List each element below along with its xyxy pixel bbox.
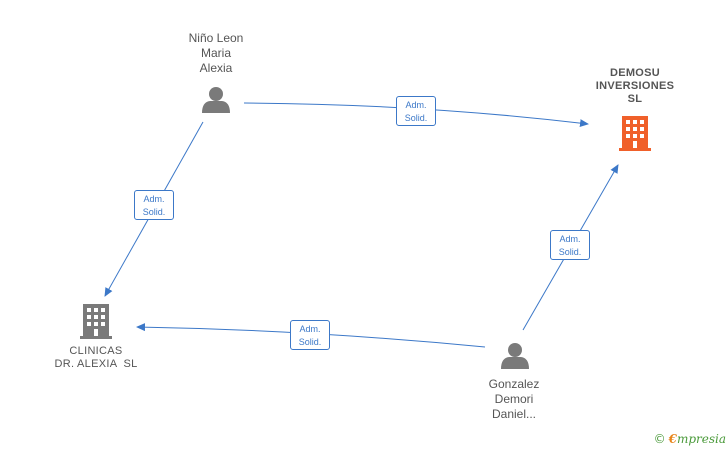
name-line: Alexia xyxy=(199,61,233,75)
name-line: Daniel... xyxy=(491,407,537,421)
name-line: DEMOSU xyxy=(609,67,661,79)
edge-label-line: Adm. xyxy=(299,324,321,334)
edge-label-person-top-clinicas[interactable]: Adm. Solid. xyxy=(134,190,174,220)
edge-label-line: Adm. xyxy=(559,234,581,244)
person-icon[interactable] xyxy=(501,343,529,369)
person-bottom-name[interactable]: Gonzalez Demori Daniel... xyxy=(464,377,564,422)
edge-label-person-bottom-demosu[interactable]: Adm. Solid. xyxy=(550,230,590,260)
person-icon[interactable] xyxy=(202,87,230,113)
company-other-name[interactable]: CLINICAS DR. ALEXIA SL xyxy=(36,345,156,371)
name-line: Gonzalez xyxy=(488,377,540,391)
name-line: INVERSIONES xyxy=(595,80,675,92)
edge-label-line: Solid. xyxy=(404,113,428,123)
edge-label-line: Solid. xyxy=(298,337,322,347)
edge-label-line: Solid. xyxy=(558,247,582,257)
brand-footer: ©€mpresia xyxy=(654,432,726,446)
building-icon[interactable] xyxy=(80,304,112,339)
brand-logo-text: mpresia xyxy=(676,432,726,446)
edge-label-line: Solid. xyxy=(142,207,166,217)
edge-label-line: Adm. xyxy=(405,100,427,110)
edge-label-person-top-demosu[interactable]: Adm. Solid. xyxy=(396,96,436,126)
name-line: Maria xyxy=(200,46,231,60)
name-line: CLINICAS xyxy=(69,345,123,357)
company-main-name[interactable]: DEMOSU INVERSIONES SL xyxy=(575,67,695,106)
brand-logo-e: € xyxy=(668,432,677,446)
name-line: Niño Leon xyxy=(188,31,244,45)
name-line: DR. ALEXIA SL xyxy=(54,358,138,370)
name-line: SL xyxy=(627,93,643,105)
person-top-name[interactable]: Niño Leon Maria Alexia xyxy=(166,31,266,76)
name-line: Demori xyxy=(494,392,534,406)
edge-label-line: Adm. xyxy=(143,194,165,204)
edge-label-person-bottom-clinicas[interactable]: Adm. Solid. xyxy=(290,320,330,350)
building-icon[interactable] xyxy=(619,116,651,151)
copyright-symbol: © xyxy=(653,432,666,446)
